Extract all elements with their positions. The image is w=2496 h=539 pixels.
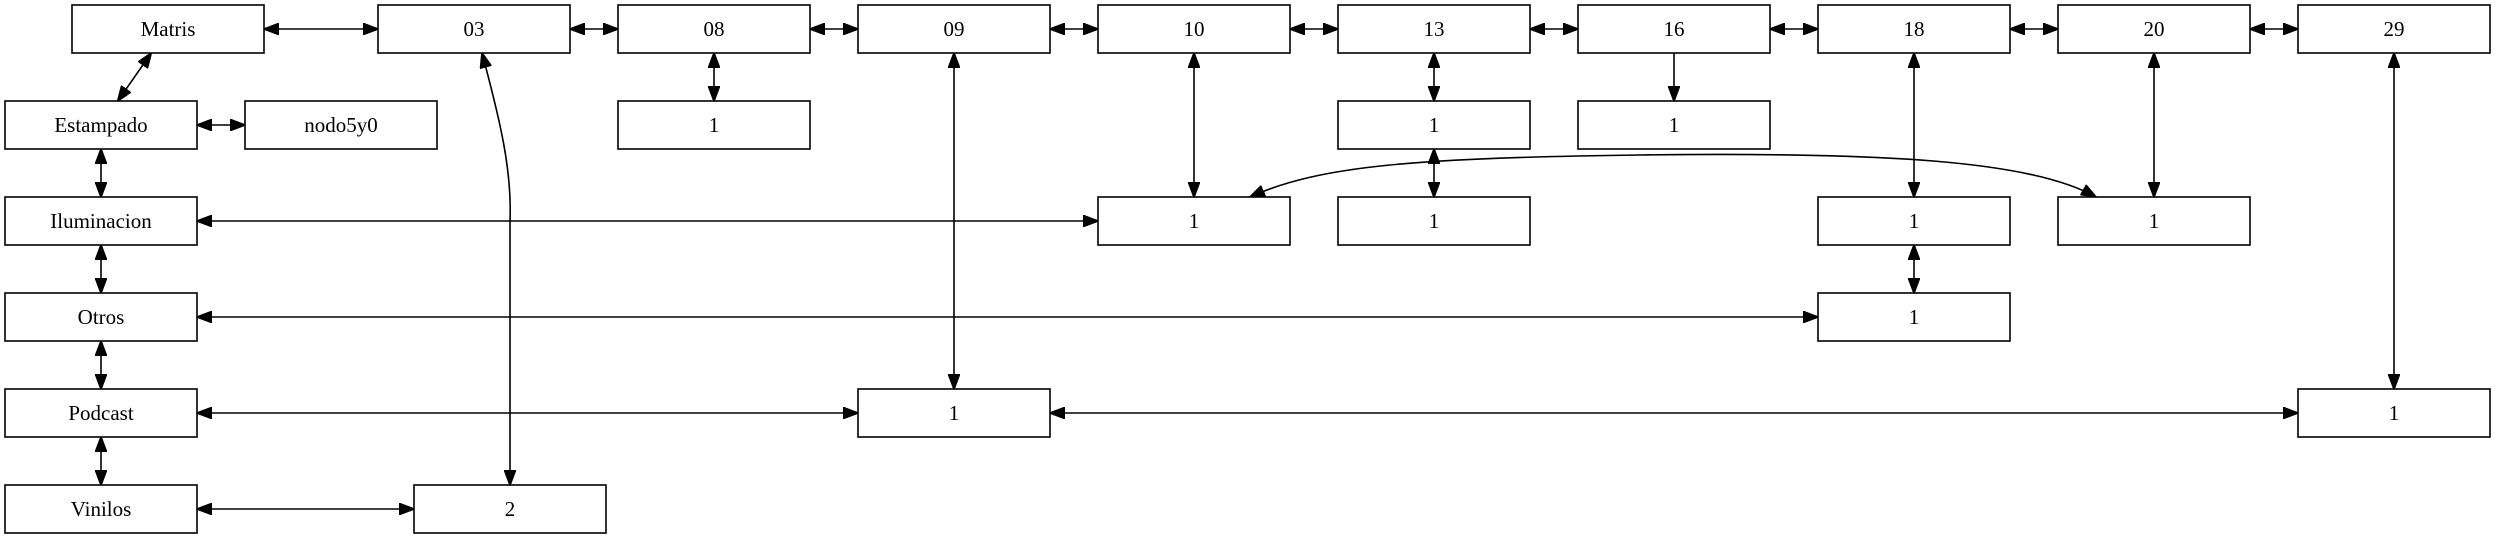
node-pod_29: 1 xyxy=(2297,388,2491,438)
node-label: 09 xyxy=(944,17,965,41)
node-box xyxy=(1817,4,2011,54)
node-n10: 10 xyxy=(1097,4,1291,54)
node-vinilos: Vinilos xyxy=(4,484,198,534)
node-box xyxy=(413,484,607,534)
node-pod_09: 1 xyxy=(857,388,1051,438)
node-label: 10 xyxy=(1184,17,1205,41)
node-box xyxy=(857,4,1051,54)
node-label: 18 xyxy=(1904,17,1925,41)
node-box xyxy=(71,4,265,54)
node-box xyxy=(2057,4,2251,54)
node-n18: 18 xyxy=(1817,4,2011,54)
node-podcast: Podcast xyxy=(4,388,198,438)
node-n13: 13 xyxy=(1337,4,1531,54)
node-label: 03 xyxy=(464,17,485,41)
node-label: 1 xyxy=(1669,113,1680,137)
node-box xyxy=(1337,4,1531,54)
node-box xyxy=(1817,292,2011,342)
node-label: 1 xyxy=(1429,113,1440,137)
node-matris: Matris xyxy=(71,4,265,54)
edge-ilum_10-ilum_20 xyxy=(1250,153,2096,197)
node-label: 1 xyxy=(1909,209,1920,233)
node-label: 1 xyxy=(2149,209,2160,233)
node-label: 1 xyxy=(949,401,960,425)
node-label: Vinilos xyxy=(71,497,132,521)
node-label: nodo5y0 xyxy=(304,113,378,137)
node-otros_18: 1 xyxy=(1817,292,2011,342)
node-box xyxy=(1817,196,2011,246)
node-otros: Otros xyxy=(4,292,198,342)
node-box xyxy=(4,292,198,342)
node-box xyxy=(1337,196,1531,246)
node-box xyxy=(4,100,198,150)
node-label: Otros xyxy=(78,305,125,329)
node-box xyxy=(244,100,438,150)
node-ilum_20: 1 xyxy=(2057,196,2251,246)
node-label: 2 xyxy=(505,497,516,521)
node-box xyxy=(617,4,811,54)
node-label: 16 xyxy=(1664,17,1685,41)
node-n16: 16 xyxy=(1577,4,1771,54)
node-n16_1: 1 xyxy=(1577,100,1771,150)
node-label: 08 xyxy=(704,17,725,41)
node-ilum_10: 1 xyxy=(1097,196,1291,246)
node-nodo5y0: nodo5y0 xyxy=(244,100,438,150)
node-box xyxy=(1337,100,1531,150)
node-label: Matris xyxy=(141,17,196,41)
edge-matris-estampado xyxy=(118,53,152,101)
node-label: 1 xyxy=(1429,209,1440,233)
node-box xyxy=(2297,388,2491,438)
node-label: 20 xyxy=(2144,17,2165,41)
node-label: Estampado xyxy=(54,113,147,137)
node-box xyxy=(4,484,198,534)
node-n09: 09 xyxy=(857,4,1051,54)
node-ilum_13: 1 xyxy=(1337,196,1531,246)
node-vin_03: 2 xyxy=(413,484,607,534)
node-n08: 08 xyxy=(617,4,811,54)
node-iluminacion: Iluminacion xyxy=(4,196,198,246)
node-ilum_18: 1 xyxy=(1817,196,2011,246)
node-label: 13 xyxy=(1424,17,1445,41)
node-n03: 03 xyxy=(377,4,571,54)
node-label: 1 xyxy=(1189,209,1200,233)
node-box xyxy=(2057,196,2251,246)
node-box xyxy=(2297,4,2491,54)
edges-layer xyxy=(101,29,2394,509)
node-label: 1 xyxy=(1909,305,1920,329)
node-estampado: Estampado xyxy=(4,100,198,150)
node-box xyxy=(4,196,198,246)
node-n08_1: 1 xyxy=(617,100,811,150)
node-box xyxy=(1097,4,1291,54)
node-box xyxy=(1577,100,1771,150)
node-n29: 29 xyxy=(2297,4,2491,54)
node-n13_1: 1 xyxy=(1337,100,1531,150)
node-label: 1 xyxy=(709,113,720,137)
node-box xyxy=(857,388,1051,438)
node-label: Podcast xyxy=(68,401,133,425)
node-box xyxy=(1577,4,1771,54)
edge-n03-vin_03 xyxy=(482,53,510,485)
node-label: 1 xyxy=(2389,401,2400,425)
node-label: Iluminacion xyxy=(50,209,152,233)
node-n20: 20 xyxy=(2057,4,2251,54)
node-label: 29 xyxy=(2384,17,2405,41)
node-box xyxy=(1097,196,1291,246)
node-box xyxy=(377,4,571,54)
node-box xyxy=(4,388,198,438)
node-box xyxy=(617,100,811,150)
